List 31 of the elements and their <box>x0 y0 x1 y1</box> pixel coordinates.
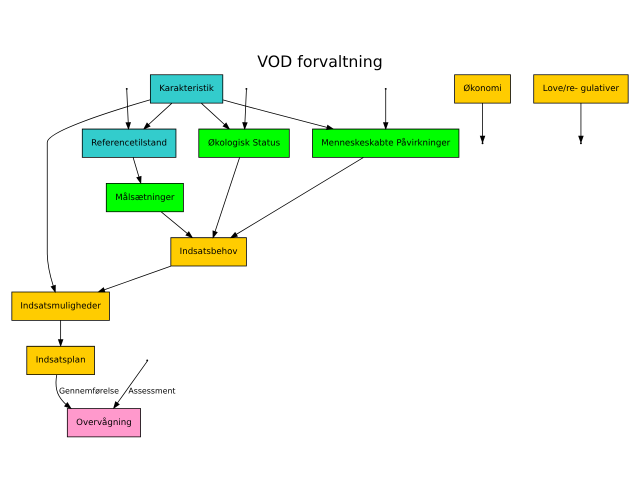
node-box: Menneskeskabte Påvirkninger <box>312 128 460 158</box>
node-box: Økologisk Status <box>198 128 290 158</box>
diagram-title: VOD forvaltning <box>257 52 383 71</box>
arrow <box>382 89 388 130</box>
arrow <box>200 102 230 130</box>
arrow <box>212 157 240 239</box>
arrow <box>578 102 584 144</box>
node-box: Referencetilstand <box>82 128 176 158</box>
arrow <box>230 157 364 238</box>
node-box: Karakteristik <box>150 74 224 104</box>
arrow <box>58 320 64 348</box>
edge-label: Gennemførelse <box>58 386 119 396</box>
arrow <box>160 212 194 238</box>
arrow <box>242 89 248 130</box>
edge-label: Assessment <box>128 386 176 396</box>
node-box: Indsatsmuligheder <box>11 292 110 321</box>
arrow <box>56 374 72 410</box>
arrow <box>113 360 148 410</box>
node-box: Målsætninger <box>106 183 184 212</box>
arrow <box>97 266 172 292</box>
arrow <box>125 89 131 130</box>
node-box: Økonomi <box>454 74 511 104</box>
node-box: Indsatsplan <box>26 346 95 376</box>
arrow <box>480 102 486 144</box>
node-box: Love/re- gulativer <box>533 74 629 104</box>
arrow <box>143 102 172 130</box>
arrow <box>132 157 142 184</box>
node-box: Indsatsbehov <box>170 237 247 266</box>
node-box: Overvågning <box>66 408 141 438</box>
arrow <box>222 100 334 130</box>
arrow <box>46 99 151 294</box>
